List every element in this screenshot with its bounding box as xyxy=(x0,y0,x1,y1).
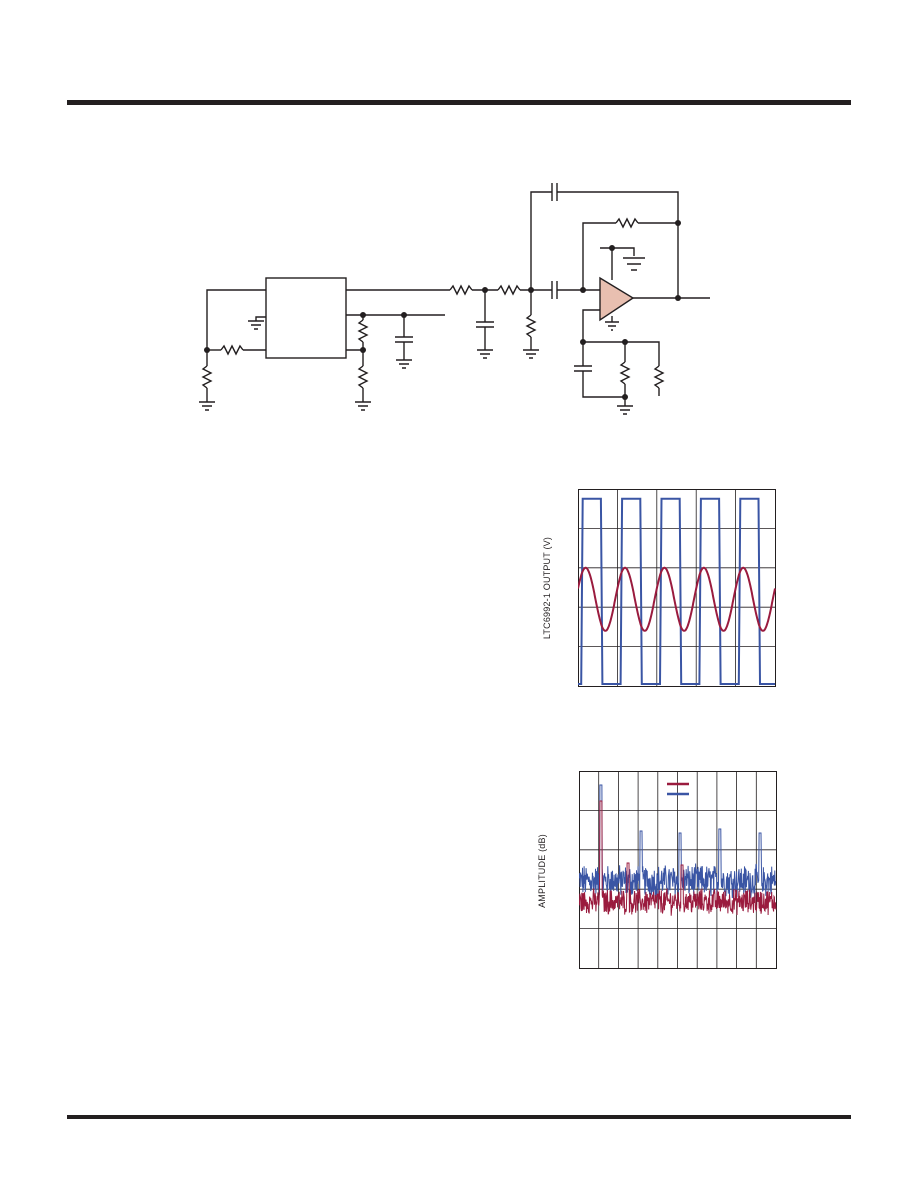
resistor-r3 xyxy=(357,319,369,343)
sine-wave-trace xyxy=(578,566,776,632)
capacitor-c5 xyxy=(574,365,592,372)
ground-symbols xyxy=(199,349,633,415)
scope-ylabel: LTC6992-1 OUTPUT (V) xyxy=(542,536,552,640)
resistor-r6 xyxy=(497,284,521,296)
red-spectrum-trace xyxy=(579,800,777,916)
resistor-r9 xyxy=(619,361,631,385)
footer-rule xyxy=(67,1115,851,1119)
resistor-r7 xyxy=(525,314,537,338)
resistor-r8 xyxy=(615,217,639,229)
header-rule xyxy=(67,100,851,105)
capacitor-c1 xyxy=(395,336,413,343)
square-wave-trace xyxy=(578,497,775,685)
capacitor-c2 xyxy=(476,321,494,328)
capacitor-c3 xyxy=(551,183,558,201)
junction-dots xyxy=(204,220,681,400)
scope-plot xyxy=(578,489,776,687)
op-amp xyxy=(599,276,635,322)
ic-block xyxy=(265,277,347,359)
circuit-schematic xyxy=(199,183,710,415)
fft-ylabel: AMPLITUDE (dB) xyxy=(537,834,547,908)
resistor-r10 xyxy=(653,365,665,389)
resistor-r4 xyxy=(357,365,369,389)
resistor-r2 xyxy=(201,365,213,389)
fft-plot xyxy=(579,771,777,969)
blue-spectrum-trace xyxy=(579,784,777,899)
resistor-r1 xyxy=(220,344,244,356)
capacitor-c4 xyxy=(551,281,558,299)
resistor-r5 xyxy=(449,284,473,296)
